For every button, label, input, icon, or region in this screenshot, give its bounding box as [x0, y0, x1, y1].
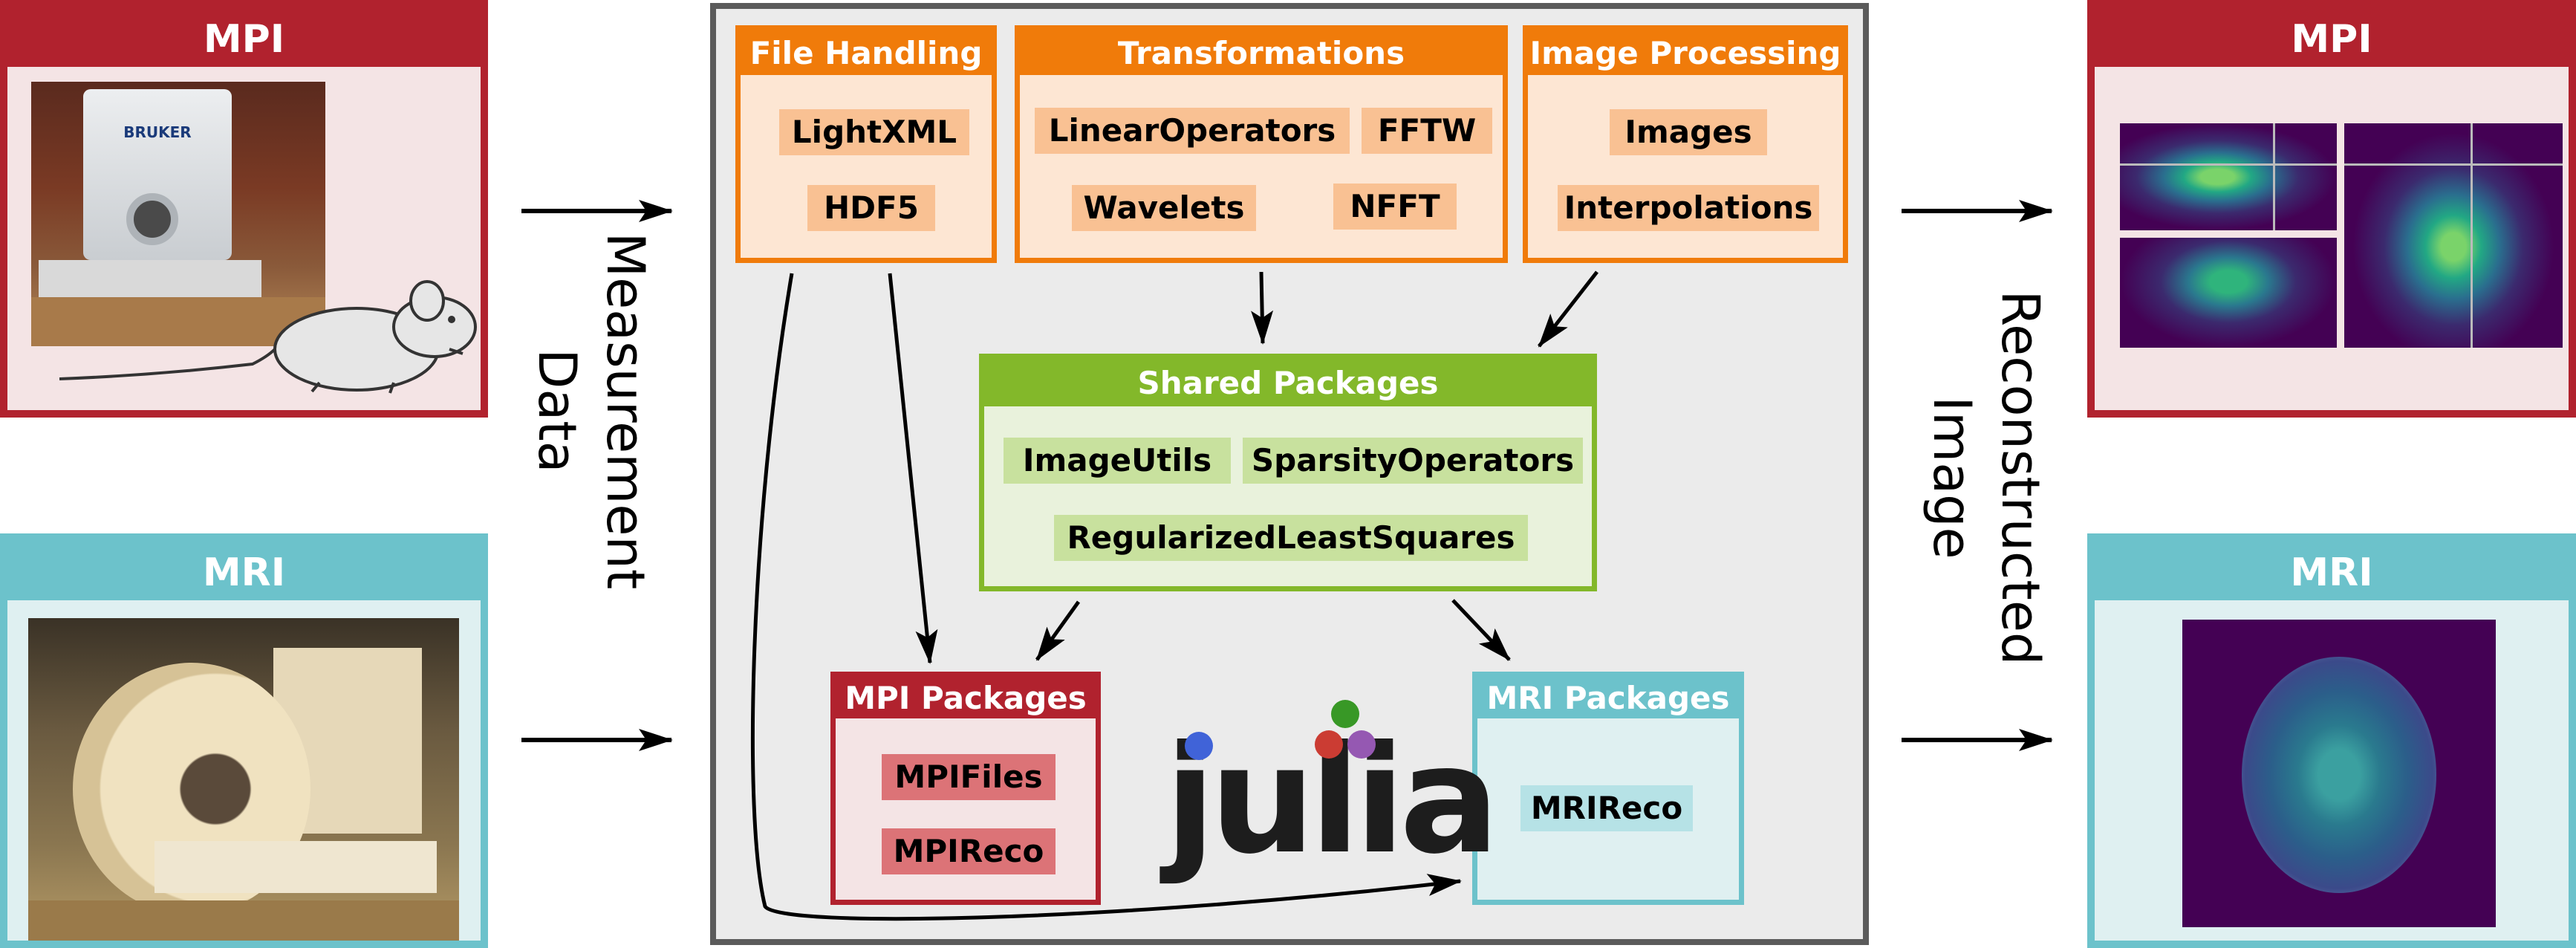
mpi-input-panel: MPI BRUKER [0, 0, 488, 418]
reconstructed-label-line1: Reconstructed [1990, 290, 2051, 666]
file-handling-title: File Handling [741, 30, 992, 75]
mpi-scanner-photo: BRUKER [31, 82, 325, 346]
mri-packages-title: MRI Packages [1477, 677, 1739, 718]
mpi-output-title: MPI [2095, 7, 2569, 67]
pkg-mrireco: MRIReco [1520, 785, 1693, 831]
mri-packages-group: MRI Packages MRIReco [1472, 672, 1744, 905]
mpi-packages-title: MPI Packages [836, 677, 1096, 718]
measurement-label-line2: Data [527, 348, 588, 473]
julia-logo: julia [1159, 691, 1500, 875]
mpi-reconstruction-image [2120, 123, 2563, 348]
pkg-nfft: NFFT [1333, 184, 1457, 230]
shared-packages-title: Shared Packages [984, 359, 1592, 406]
file-handling-group: File Handling LightXML HDF5 [735, 25, 997, 263]
pkg-images: Images [1610, 109, 1767, 155]
pkg-regularizedleastsquares: RegularizedLeastSquares [1054, 515, 1528, 561]
pkg-sparsityoperators: SparsityOperators [1243, 438, 1583, 484]
mouse-icon [59, 280, 477, 394]
measurement-data-label: Measurement Data [523, 233, 660, 590]
mpi-packages-group: MPI Packages MPIFiles MPIReco [830, 672, 1101, 905]
pkg-mpireco: MPIReco [882, 828, 1056, 874]
pkg-fftw: FFTW [1362, 108, 1492, 154]
pkg-lightxml: LightXML [779, 109, 969, 155]
measurement-label-line1: Measurement [595, 232, 656, 590]
shared-packages-group: Shared Packages ImageUtils SparsityOpera… [979, 354, 1597, 591]
transformations-title: Transformations [1020, 30, 1503, 75]
pkg-linearoperators: LinearOperators [1035, 108, 1350, 154]
transformations-group: Transformations LinearOperators FFTW Wav… [1015, 25, 1508, 263]
pkg-wavelets: Wavelets [1072, 185, 1256, 231]
mri-output-title: MRI [2095, 541, 2569, 600]
julia-dots-icon [1185, 700, 1376, 760]
pkg-mpifiles: MPIFiles [882, 754, 1056, 800]
mri-input-panel: MRI [0, 533, 488, 948]
mpi-input-title: MPI [7, 7, 481, 67]
mpi-output-panel: MPI [2087, 0, 2576, 418]
pkg-imageutils: ImageUtils [1004, 438, 1231, 484]
image-processing-group: Image Processing Images Interpolations [1523, 25, 1848, 263]
mri-input-title: MRI [7, 541, 481, 600]
mri-output-panel: MRI [2087, 533, 2576, 948]
pkg-hdf5: HDF5 [807, 185, 935, 231]
image-processing-title: Image Processing [1528, 30, 1843, 75]
mri-scanner-photo [28, 618, 459, 941]
reconstructed-label-line2: Image [1922, 396, 1983, 559]
pkg-interpolations: Interpolations [1558, 185, 1819, 231]
reconstructed-image-label: Reconstructed Image [1918, 290, 2055, 666]
mri-brain-image [2182, 620, 2496, 927]
